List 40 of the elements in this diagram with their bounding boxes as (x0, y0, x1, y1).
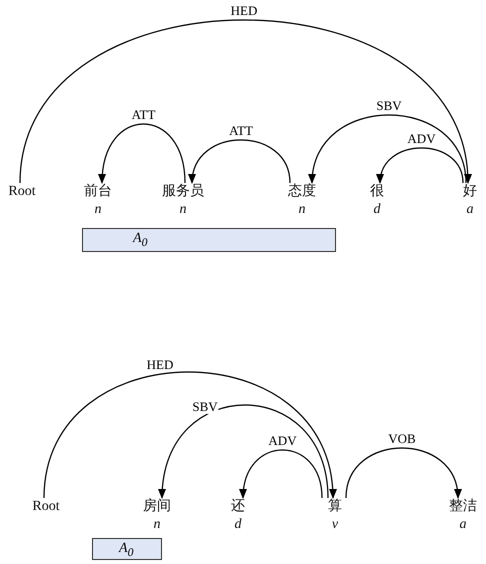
word: 很 (369, 183, 385, 201)
dependency-arc (240, 450, 323, 499)
edge-label: HED (146, 358, 174, 372)
pos-tag: a (438, 201, 486, 219)
pos-tag: d (345, 201, 409, 219)
word: 态度 (287, 183, 317, 201)
dependency-arc (19, 20, 470, 184)
word: 还 (230, 498, 246, 516)
edge-label: ATT (130, 108, 156, 122)
edge-label: ATT (228, 124, 254, 138)
edge-label: VOB (387, 432, 417, 446)
edge-label: HED (230, 4, 258, 18)
edge-label: SBV (375, 99, 403, 113)
word: 房间 (142, 498, 172, 516)
pos-tag: v (303, 516, 367, 534)
pos-tag: n (270, 201, 334, 219)
dependency-arc (377, 147, 464, 184)
dependency-arc (345, 447, 461, 499)
word: 算 (327, 498, 343, 516)
argument-bar: A$_{0}$ (92, 538, 162, 560)
word: 整洁 (448, 498, 478, 516)
pos-tag: a (431, 516, 486, 534)
edge-label: ADV (267, 434, 298, 448)
pos-tag: d (206, 516, 270, 534)
pos-tag: n (66, 201, 130, 219)
word: 前台 (83, 183, 113, 201)
word: 服务员 (161, 183, 205, 201)
pos-tag: n (125, 516, 189, 534)
dependency-arc (159, 404, 329, 499)
edge-label: SBV (191, 400, 219, 414)
dependency-arc (43, 372, 336, 499)
edge-label: ADV (406, 132, 437, 146)
word: Root (7, 183, 37, 201)
word: Root (31, 498, 61, 516)
dependency-arc (309, 114, 467, 184)
word: 好 (462, 183, 478, 201)
dependency-arc (189, 139, 291, 184)
argument-bar: A$_{0}$ (82, 228, 336, 252)
dependency-arc (98, 124, 186, 184)
pos-tag: n (151, 201, 215, 219)
